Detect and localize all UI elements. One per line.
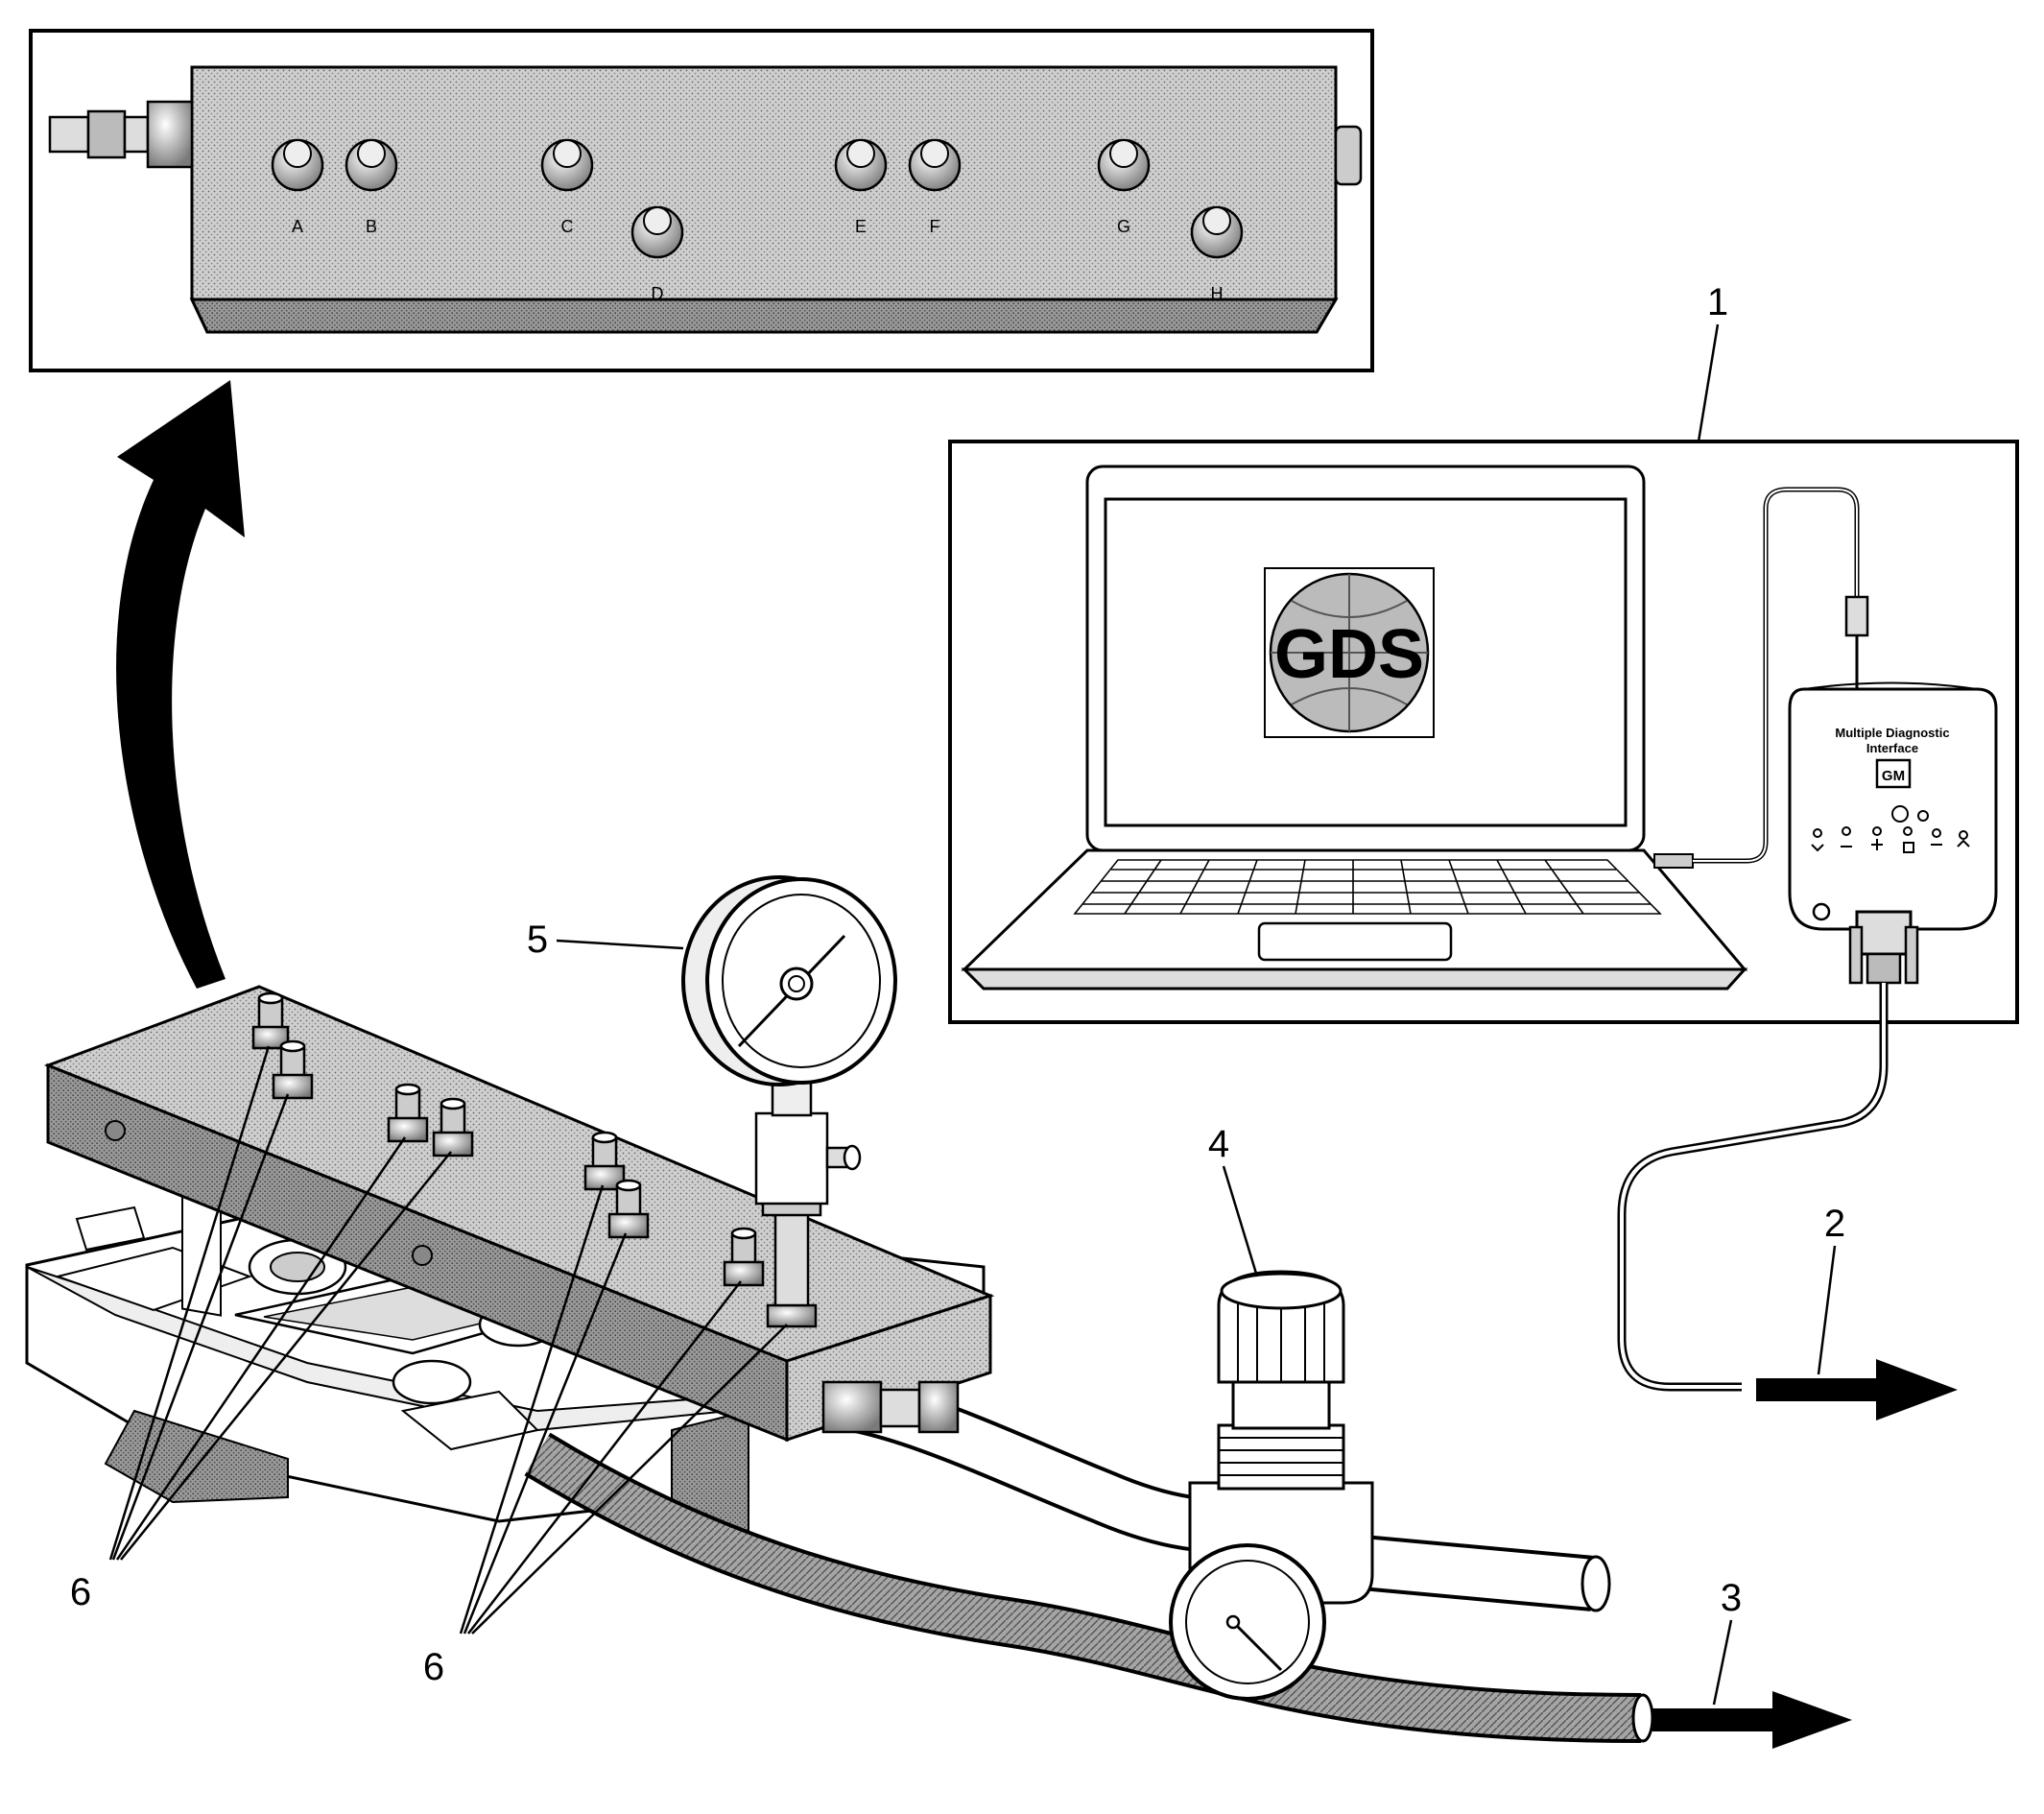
port-d-label: D <box>652 284 664 303</box>
gds-logo-text: GDS <box>1274 616 1424 693</box>
port-a-label: A <box>292 217 303 236</box>
diagnostic-tool-group: 1 GDS <box>948 281 2019 1024</box>
gauge-stem <box>754 1073 862 1328</box>
callout-3: 3 <box>1721 1577 1742 1619</box>
port-e: E <box>834 138 888 236</box>
manifold-fittings <box>251 991 765 1287</box>
manifold-end-plug <box>1334 125 1363 186</box>
mdi-device: Multiple Diagnostic Interface GM <box>1788 681 1998 985</box>
gm-badge-text: GM <box>1882 768 1905 784</box>
gm-badge <box>1875 758 1912 789</box>
pressure-gauge <box>681 875 897 1086</box>
gds-logo: GDS <box>1264 567 1435 738</box>
callout-6-leaders <box>108 1045 788 1635</box>
arrow-to-vehicle <box>1756 1359 1958 1420</box>
callout-2-leader <box>1817 1245 1837 1375</box>
regulator-gauge-needle <box>1231 1620 1283 1672</box>
outlet-hose <box>1360 1539 1596 1608</box>
mdi-label-line2: Interface <box>1866 741 1918 755</box>
inlet-fitting <box>48 100 194 169</box>
shop-air-hose <box>526 1436 1642 1739</box>
pressure-regulator <box>1169 1270 1374 1701</box>
callout-5: 5 <box>527 919 548 961</box>
port-c-label: C <box>561 217 574 236</box>
manifold-block-edge <box>189 298 1339 334</box>
laptop: GDS <box>961 465 1748 991</box>
port-h: H <box>1190 205 1244 303</box>
callout-2: 2 <box>1824 1203 1845 1245</box>
port-b: B <box>345 138 398 236</box>
zoom-arrow <box>116 380 245 989</box>
laptop-keyboard <box>1073 859 1662 915</box>
port-f: F <box>908 138 962 236</box>
callout-6-right: 6 <box>423 1646 444 1688</box>
arrow-to-air-supply <box>1652 1691 1852 1749</box>
zoom-arrow-shape <box>116 380 245 989</box>
port-c: C <box>540 138 594 236</box>
port-h-label: H <box>1211 284 1224 303</box>
manifold-inset: A B C D E F G H <box>29 29 1374 372</box>
callout-5-leader <box>556 939 684 950</box>
callout-4: 4 <box>1208 1123 1229 1165</box>
db-connector <box>1855 910 1913 956</box>
laptop-trackpad <box>1257 921 1453 962</box>
callout-1-leader <box>1697 323 1720 442</box>
port-a: A <box>271 138 324 236</box>
dlc-cable <box>1617 983 1889 1392</box>
port-b-label: B <box>366 217 377 236</box>
manifold-block-top <box>190 65 1338 334</box>
port-d: D <box>630 205 684 303</box>
port-g: G <box>1097 138 1151 236</box>
callout-6-left: 6 <box>70 1571 91 1613</box>
ferrite-bead <box>1844 595 1869 637</box>
mdi-label-line1: Multiple Diagnostic <box>1835 726 1949 740</box>
port-e-label: E <box>855 217 867 236</box>
callout-3-leader <box>1712 1619 1733 1706</box>
callout-4-leader <box>1222 1165 1259 1277</box>
callout-1: 1 <box>1707 281 1728 323</box>
port-f-label: F <box>930 217 940 236</box>
usb-plug <box>1653 853 1694 869</box>
mdi-button <box>1891 805 1909 823</box>
port-g-label: G <box>1117 217 1130 236</box>
mdi-status-icons <box>1811 826 1970 853</box>
